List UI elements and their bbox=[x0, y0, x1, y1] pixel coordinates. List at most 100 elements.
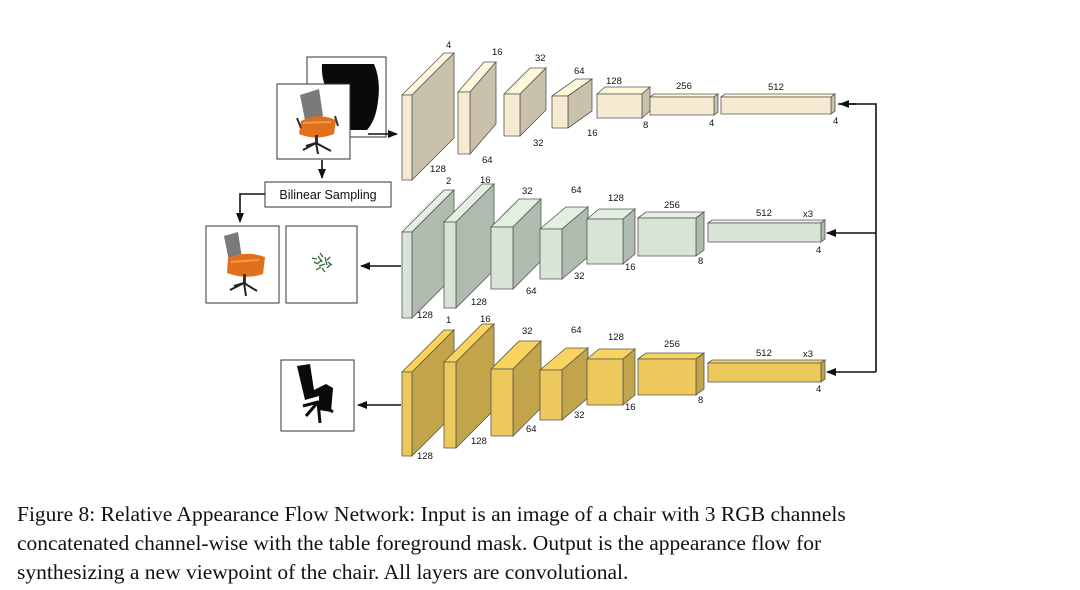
layer-size-label: 128 bbox=[417, 310, 433, 321]
output-mask-image bbox=[280, 359, 355, 432]
layer-size-label: 8 bbox=[698, 256, 703, 267]
caption-line-3: synthesizing a new viewpoint of the chai… bbox=[17, 560, 629, 584]
repeat-label: x3 bbox=[803, 209, 813, 220]
layer-front-face bbox=[490, 226, 514, 290]
layer-size-label: 64 bbox=[526, 424, 537, 435]
layer-side-face bbox=[695, 211, 705, 257]
layer-front-face bbox=[586, 358, 624, 406]
layer-depth-label: 128 bbox=[608, 332, 624, 343]
layer-depth-label: 32 bbox=[522, 326, 533, 337]
layer-side-face bbox=[820, 219, 826, 243]
bilinear-sampling-box: Bilinear Sampling bbox=[264, 181, 392, 208]
layer-size-label: 16 bbox=[625, 262, 636, 273]
layer-front-face bbox=[503, 93, 521, 137]
output-chair-image bbox=[205, 225, 280, 304]
layer-size-label: 128 bbox=[417, 451, 433, 462]
layer-top-face bbox=[706, 219, 827, 224]
layer-front-face bbox=[551, 95, 569, 129]
connections bbox=[236, 100, 877, 409]
encoder-layer-6: 256 4 bbox=[648, 81, 720, 129]
bilinear-sampling-label: Bilinear Sampling bbox=[279, 188, 376, 202]
mask-decoder-layer-1: 1 128 bbox=[401, 315, 455, 462]
layer-side-face bbox=[622, 348, 636, 406]
layer-front-face bbox=[490, 368, 514, 437]
mask-decoder-layer-6: 256 8 bbox=[636, 339, 706, 406]
layer-depth-label: 256 bbox=[664, 339, 680, 350]
layer-depth-label: 512 bbox=[768, 82, 784, 93]
caption-line-1: Figure 8: Relative Appearance Flow Netwo… bbox=[17, 502, 846, 526]
input-chair-image bbox=[276, 83, 351, 160]
layer-depth-label: 1 bbox=[446, 315, 451, 326]
layer-size-label: 32 bbox=[533, 138, 544, 149]
layer-front-face bbox=[401, 94, 413, 181]
layer-top-face bbox=[648, 93, 720, 98]
layer-depth-label: 64 bbox=[571, 325, 582, 336]
mask-decoder-layer-5: 128 16 bbox=[585, 332, 637, 413]
layer-top-face bbox=[706, 359, 827, 364]
layer-side-face bbox=[695, 352, 705, 396]
layer-size-label: 8 bbox=[698, 395, 703, 406]
layer-size-label: 128 bbox=[471, 297, 487, 308]
layer-depth-label: 64 bbox=[574, 66, 585, 77]
layer-top-face bbox=[595, 86, 652, 95]
layer-depth-label: 16 bbox=[492, 47, 503, 58]
layer-size-label: 16 bbox=[625, 402, 636, 413]
layer-size-label: 16 bbox=[587, 128, 598, 139]
layer-front-face bbox=[707, 222, 822, 243]
layer-size-label: 64 bbox=[482, 155, 493, 166]
layer-top-face bbox=[636, 211, 706, 219]
layer-size-label: 4 bbox=[816, 384, 821, 395]
layer-depth-label: 256 bbox=[676, 81, 692, 92]
layer-depth-label: 16 bbox=[480, 175, 491, 186]
layer-depth-label: 4 bbox=[446, 40, 451, 51]
layer-size-label: 128 bbox=[430, 164, 446, 175]
encoder-layer-3: 32 32 bbox=[503, 53, 547, 149]
layer-size-label: 128 bbox=[471, 436, 487, 447]
layer-size-label: 32 bbox=[574, 271, 585, 282]
layer-size-label: 32 bbox=[574, 410, 585, 421]
layer-side-face bbox=[455, 183, 495, 309]
layer-top-face bbox=[719, 93, 837, 98]
layer-size-label: 4 bbox=[833, 116, 838, 127]
layer-front-face bbox=[443, 361, 457, 449]
layer-depth-label: 32 bbox=[535, 53, 546, 64]
flow-field-image bbox=[285, 225, 358, 304]
layer-size-label: 4 bbox=[816, 245, 821, 256]
layer-depth-label: 32 bbox=[522, 186, 533, 197]
layer-front-face bbox=[539, 228, 563, 280]
repeat-label: x3 bbox=[803, 349, 813, 360]
encoder-layer-4: 64 16 bbox=[550, 66, 598, 139]
mask-decoder-layer-7: 512 4 bbox=[706, 348, 827, 395]
layer-depth-label: 512 bbox=[756, 348, 772, 359]
layer-depth-label: 64 bbox=[571, 185, 582, 196]
layer-front-face bbox=[720, 96, 832, 115]
flow-decoder-layer-2: 16 128 bbox=[443, 175, 495, 309]
layer-size-label: 4 bbox=[709, 118, 714, 129]
layer-front-face bbox=[401, 371, 413, 457]
layer-front-face bbox=[443, 221, 457, 309]
layer-front-face bbox=[637, 358, 697, 396]
mask-decoder-layer-4: 64 32 bbox=[538, 325, 590, 421]
network-diagram: Bilinear Sampling 4128166432326416128825… bbox=[205, 40, 877, 462]
layer-front-face bbox=[596, 93, 643, 119]
layer-side-face bbox=[820, 359, 826, 383]
layer-front-face bbox=[401, 231, 413, 319]
layer-depth-label: 256 bbox=[664, 200, 680, 211]
layer-front-face bbox=[586, 218, 624, 265]
layer-side-face bbox=[455, 323, 495, 449]
layer-top-face bbox=[636, 352, 706, 360]
encoder-layer-7: 512 4 bbox=[719, 82, 838, 127]
layer-side-face bbox=[622, 208, 636, 265]
encoder-layer-1: 4 128 bbox=[401, 40, 455, 181]
layer-side-face bbox=[830, 93, 836, 115]
layer-side-face bbox=[713, 93, 719, 116]
layer-front-face bbox=[539, 369, 563, 421]
